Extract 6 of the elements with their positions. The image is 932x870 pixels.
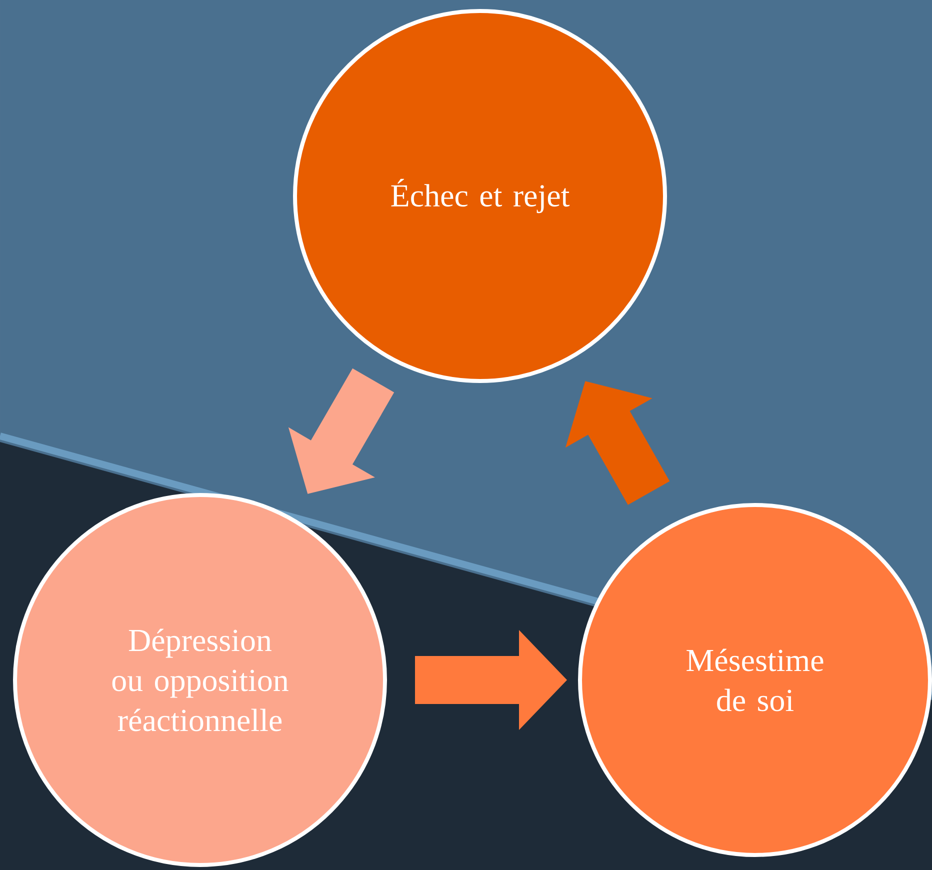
block-arrow bbox=[415, 630, 567, 730]
circle-node: Dépression ou opposition réactionnelle bbox=[13, 492, 387, 867]
block-arrow bbox=[288, 368, 394, 494]
circle-node: Mésestime de soi bbox=[578, 502, 932, 857]
block-arrow bbox=[565, 381, 670, 505]
circle-node: Échec et rejet bbox=[293, 9, 667, 383]
